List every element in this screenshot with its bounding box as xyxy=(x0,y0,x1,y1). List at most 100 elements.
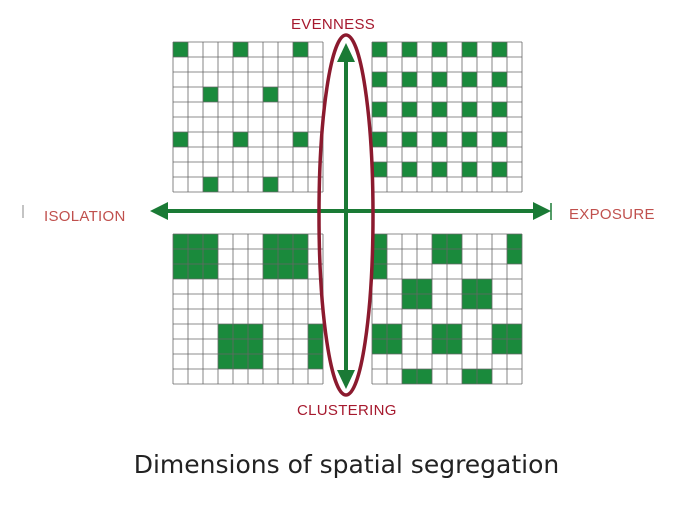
grid-top-left xyxy=(172,41,324,193)
filled-cell xyxy=(372,132,387,147)
evenness-label: EVENNESS xyxy=(291,16,376,33)
filled-cell xyxy=(417,369,432,384)
filled-cell xyxy=(432,132,447,147)
filled-cell xyxy=(233,42,248,57)
filled-cell xyxy=(233,354,248,369)
filled-cell xyxy=(462,369,477,384)
filled-cell xyxy=(233,324,248,339)
filled-cell xyxy=(387,339,402,354)
filled-cell xyxy=(263,234,278,249)
filled-cell xyxy=(218,324,233,339)
filled-cell xyxy=(173,42,188,57)
diagram-caption: Dimensions of spatial segregation xyxy=(133,450,560,479)
filled-cell xyxy=(263,87,278,102)
filled-cell xyxy=(432,72,447,87)
filled-cell xyxy=(278,234,293,249)
filled-cell xyxy=(293,42,308,57)
filled-cell xyxy=(308,324,323,339)
filled-cell xyxy=(387,324,402,339)
filled-cell xyxy=(447,339,462,354)
filled-cell xyxy=(432,249,447,264)
filled-cell xyxy=(233,132,248,147)
filled-cell xyxy=(447,234,462,249)
filled-cell xyxy=(278,249,293,264)
filled-cell xyxy=(248,354,263,369)
right-arrowhead xyxy=(533,202,551,220)
filled-cell xyxy=(308,339,323,354)
filled-cell xyxy=(402,72,417,87)
filled-cell xyxy=(462,102,477,117)
filled-cell xyxy=(293,264,308,279)
left-arrowhead xyxy=(150,202,168,220)
filled-cell xyxy=(372,264,387,279)
filled-cell xyxy=(173,132,188,147)
filled-cell xyxy=(447,249,462,264)
filled-cell xyxy=(507,249,522,264)
filled-cell xyxy=(432,162,447,177)
filled-cell xyxy=(372,324,387,339)
filled-cell xyxy=(203,249,218,264)
filled-cell xyxy=(402,369,417,384)
filled-cell xyxy=(372,234,387,249)
filled-cell xyxy=(477,369,492,384)
bottom-arrowhead xyxy=(337,370,355,389)
filled-cell xyxy=(492,339,507,354)
filled-cell xyxy=(173,234,188,249)
isolation-label: ISOLATION xyxy=(44,208,126,225)
filled-cell xyxy=(492,132,507,147)
filled-cell xyxy=(462,72,477,87)
filled-cell xyxy=(218,339,233,354)
filled-cell xyxy=(462,42,477,57)
filled-cell xyxy=(477,294,492,309)
vertical-axis-ellipse xyxy=(317,33,375,397)
filled-cell xyxy=(432,102,447,117)
filled-cell xyxy=(402,162,417,177)
grid-bottom-left xyxy=(172,233,324,385)
filled-cell xyxy=(263,177,278,192)
filled-cell xyxy=(402,279,417,294)
filled-cell xyxy=(248,339,263,354)
grid-bottom-right xyxy=(371,233,523,385)
filled-cell xyxy=(188,249,203,264)
filled-cell xyxy=(447,324,462,339)
filled-cell xyxy=(293,132,308,147)
filled-cell xyxy=(308,354,323,369)
filled-cell xyxy=(203,87,218,102)
filled-cell xyxy=(372,42,387,57)
filled-cell xyxy=(462,279,477,294)
filled-cell xyxy=(263,249,278,264)
clustering-label: CLUSTERING xyxy=(297,402,397,419)
filled-cell xyxy=(432,339,447,354)
filled-cell xyxy=(248,324,263,339)
filled-cell xyxy=(173,264,188,279)
filled-cell xyxy=(507,339,522,354)
filled-cell xyxy=(462,162,477,177)
filled-cell xyxy=(462,132,477,147)
top-arrowhead xyxy=(337,43,355,62)
filled-cell xyxy=(293,234,308,249)
filled-cell xyxy=(492,42,507,57)
filled-cell xyxy=(233,339,248,354)
filled-cell xyxy=(188,264,203,279)
filled-cell xyxy=(293,249,308,264)
filled-cell xyxy=(203,234,218,249)
filled-cell xyxy=(372,162,387,177)
filled-cell xyxy=(372,72,387,87)
filled-cell xyxy=(173,249,188,264)
filled-cell xyxy=(188,234,203,249)
filled-cell xyxy=(203,177,218,192)
filled-cell xyxy=(492,102,507,117)
filled-cell xyxy=(372,249,387,264)
filled-cell xyxy=(507,324,522,339)
filled-cell xyxy=(417,294,432,309)
filled-cell xyxy=(432,234,447,249)
filled-cell xyxy=(218,354,233,369)
filled-cell xyxy=(372,339,387,354)
arrows-layer xyxy=(22,33,552,397)
filled-cell xyxy=(432,42,447,57)
grids-layer xyxy=(172,41,523,385)
filled-cell xyxy=(402,102,417,117)
filled-cell xyxy=(402,294,417,309)
filled-cell xyxy=(492,324,507,339)
